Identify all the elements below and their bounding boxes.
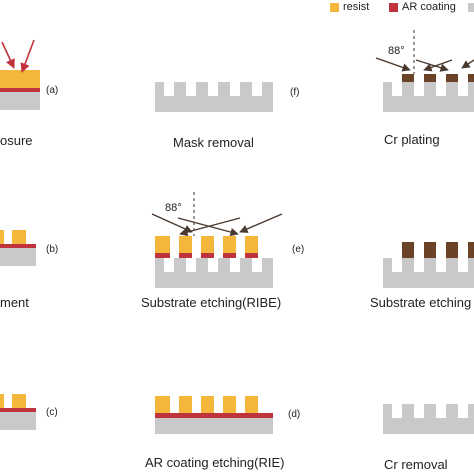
legend-swatch-resist: [330, 3, 339, 12]
substrate: [0, 248, 36, 266]
legend-swatch-ar-coating: [389, 3, 398, 12]
resist-pillar: [223, 396, 236, 413]
substrate: [0, 92, 40, 110]
step-substrate-etching-structure: [383, 242, 474, 288]
resist-pillar: [155, 396, 170, 413]
resist-pillar: [201, 396, 214, 413]
etched-substrate: [155, 258, 273, 288]
chromium-pillar: [446, 242, 458, 258]
deposition-arrow: [375, 57, 411, 72]
chromium-cap: [446, 74, 458, 82]
ar-coating-layer: [155, 413, 273, 418]
deposition-arrow: [415, 59, 449, 72]
deposition-arrow: [461, 59, 474, 69]
step-marker-c: (c): [46, 407, 58, 418]
exposure-arrow: [1, 41, 15, 69]
substrate: [0, 412, 36, 430]
exposure-arrow: [20, 39, 35, 73]
deposition-arrow: [423, 59, 453, 72]
etched-substrate: [383, 258, 474, 288]
angle-label: 88°: [388, 45, 405, 57]
caption-b: ment: [0, 295, 29, 310]
legend-swatch-substrate: [468, 3, 474, 12]
step-b-structure: [0, 230, 36, 266]
step-a-structure: [0, 39, 40, 110]
etched-substrate: [383, 404, 474, 434]
chromium-cap: [424, 74, 436, 82]
step-d-structure: [155, 396, 273, 434]
step-marker-e: (e): [292, 244, 305, 255]
ion-beam-arrow: [151, 213, 193, 233]
step-marker-b: (b): [46, 244, 59, 255]
legend-label-resist: resist: [343, 1, 370, 13]
resist-block: [12, 230, 26, 244]
resist-pillar: [179, 396, 192, 413]
etched-substrate: [155, 82, 273, 112]
caption-h: Substrate etching: [370, 295, 472, 310]
ar-coating-layer: [0, 244, 36, 248]
caption-i: Cr removal: [384, 457, 448, 472]
resist-pillar: [155, 236, 170, 253]
resist-pillar: [245, 236, 258, 253]
chromium-pillar: [468, 242, 474, 258]
step-cr-plating-structure: [375, 30, 474, 112]
chromium-cap: [402, 74, 414, 82]
resist-block: [0, 230, 4, 244]
etched-substrate: [383, 82, 474, 112]
chromium-cap: [468, 74, 474, 82]
resist-pillar: [201, 236, 214, 253]
caption-e: Substrate etching(RIBE): [141, 295, 282, 310]
resist-pillar: [223, 236, 236, 253]
caption-a: osure: [0, 133, 33, 148]
chromium-pillar: [424, 242, 436, 258]
ar-coating-pillar: [223, 253, 236, 258]
ar-coating-layer: [0, 408, 36, 412]
step-marker-a: (a): [46, 85, 59, 96]
ar-coating-pillar: [245, 253, 258, 258]
ar-coating-pillar: [201, 253, 214, 258]
ar-coating-layer: [0, 88, 40, 92]
substrate: [155, 418, 273, 434]
resist-pillar: [245, 396, 258, 413]
chromium-pillar: [402, 242, 414, 258]
ar-coating-pillar: [155, 253, 170, 258]
step-f-structure: [155, 82, 273, 112]
step-marker-f: (f): [290, 87, 300, 98]
legend-label-ar-coating: AR coating: [402, 1, 456, 13]
angle-label: 88°: [165, 202, 182, 214]
ion-beam-arrow: [179, 217, 241, 237]
resist-block: [12, 394, 26, 408]
step-cr-removal-structure: [383, 404, 474, 434]
caption-g: Cr plating: [384, 132, 440, 147]
caption-f: Mask removal: [173, 135, 254, 150]
resist-layer: [0, 70, 40, 88]
step-c-structure: [0, 394, 36, 430]
step-e-structure: [151, 192, 283, 288]
step-marker-d: (d): [288, 409, 301, 420]
caption-d: AR coating etching(RIE): [145, 455, 285, 470]
ar-coating-pillar: [179, 253, 192, 258]
resist-pillar: [179, 236, 192, 253]
ion-beam-arrow: [239, 213, 283, 233]
resist-block: [0, 394, 4, 408]
